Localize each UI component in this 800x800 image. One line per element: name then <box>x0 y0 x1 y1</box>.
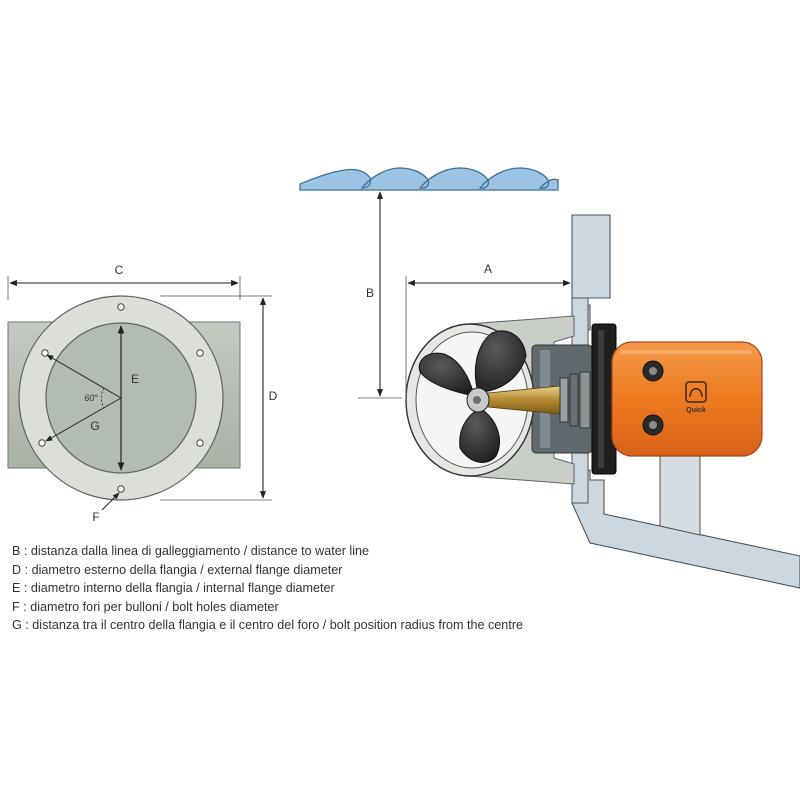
bolt-hole <box>38 439 46 447</box>
motor-logo: Quick <box>685 381 707 414</box>
angle-arc <box>100 387 105 409</box>
water-line-waves <box>299 167 559 191</box>
label-e: E <box>131 372 139 386</box>
logo-badge <box>685 381 707 403</box>
thruster-side-view: Quick A B <box>358 191 800 589</box>
legend-item-g: G : distanza tra il centro della flangia… <box>12 618 524 632</box>
label-c: C <box>115 263 124 277</box>
propeller <box>418 330 527 463</box>
legend-item-e: E : diametro interno della flangia / int… <box>12 581 335 595</box>
label-d: D <box>269 389 278 403</box>
bolt-hole <box>41 349 49 357</box>
bolt-hole <box>196 439 204 447</box>
bolt-hole <box>117 303 125 311</box>
label-f: F <box>92 510 99 524</box>
label-a: A <box>484 262 492 276</box>
legend: B : distanza dalla linea di galleggiamen… <box>12 542 792 635</box>
logo-text: Quick <box>686 407 706 414</box>
propeller-blade-top <box>474 330 527 393</box>
propeller-blade-left <box>418 352 475 397</box>
propeller-nut <box>473 396 481 404</box>
shaft-seal <box>559 371 591 429</box>
legend-item-d: D : diametro esterno della flangia / ext… <box>12 562 343 577</box>
motor-flange-edge <box>598 330 604 468</box>
label-g: G <box>90 419 99 433</box>
wave-shape <box>299 167 559 191</box>
propeller-blade-bottom <box>459 407 500 463</box>
seal-ring <box>579 371 591 429</box>
legend-item-b: B : distanza dalla linea di galleggiamen… <box>12 544 370 558</box>
label-b: B <box>366 286 374 300</box>
seal-ring <box>559 377 569 423</box>
bolt-hole <box>196 349 204 357</box>
motor-terminal-top-nut <box>649 367 657 375</box>
seal-ring <box>569 373 579 427</box>
dimension-g-line <box>45 397 122 442</box>
bolt-holes <box>38 303 204 493</box>
electric-motor-body <box>611 341 763 457</box>
motor-terminals <box>642 360 664 436</box>
logo-symbol <box>689 388 703 398</box>
bolt-hole <box>117 485 125 493</box>
label-angle: 60° <box>84 393 98 403</box>
angle-line-upper <box>46 354 122 399</box>
flange-front-view: C D E G F 60° <box>7 263 278 524</box>
dimension-f-leader <box>101 492 120 511</box>
legend-item-f: F : diametro fori per bulloni / bolt hol… <box>12 599 279 614</box>
hull-wall-lower <box>571 469 800 589</box>
motor-terminal-bottom-nut <box>649 421 657 429</box>
